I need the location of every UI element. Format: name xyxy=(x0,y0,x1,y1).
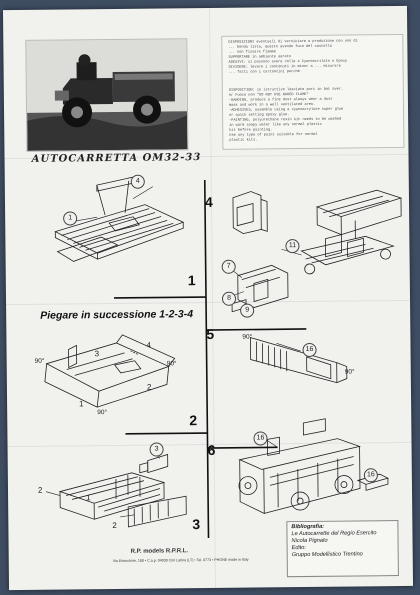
angle-label: 90° xyxy=(242,333,253,341)
leader-lines xyxy=(45,186,375,518)
bibliography-box: Bibliografia: Le Autocarrette del Regio … xyxy=(286,520,399,578)
part-callout-16: 16 xyxy=(363,468,378,483)
assembly-diagrams xyxy=(44,176,403,539)
maker-brand: R.P. models R.P.R.L. xyxy=(130,548,189,555)
full-assembly-drawing xyxy=(238,418,390,515)
step-5-number: 5 xyxy=(206,325,215,343)
part-callout-9: 9 xyxy=(240,303,255,318)
step-2-number: 2 xyxy=(189,412,198,429)
step-6-number: 6 xyxy=(207,441,216,459)
part-callout-7: 7 xyxy=(221,259,236,274)
angle-label: 90° xyxy=(344,368,355,376)
step-3-number: 3 xyxy=(192,516,201,533)
angle-label: 90° xyxy=(34,357,45,365)
cargo-bed-drawing xyxy=(315,189,403,236)
engine-block-drawing xyxy=(231,264,289,313)
part-callout-11: 11 xyxy=(285,239,300,254)
vehicle-photo-illustration xyxy=(26,39,188,151)
step-1-number: 1 xyxy=(187,272,196,289)
part-label-1: 1 xyxy=(86,493,91,503)
step-dividers xyxy=(113,180,307,539)
fold-label-4: 4 xyxy=(146,340,151,350)
fold-label-3: 3 xyxy=(94,349,100,359)
fold-label-2: 2 xyxy=(146,382,152,392)
angle-label: 90° xyxy=(166,360,177,368)
door-panel-drawing xyxy=(250,337,348,384)
part-callout-1: 1 xyxy=(63,211,78,226)
part-label-2: 2 xyxy=(37,485,43,495)
part-callout-4: 4 xyxy=(130,174,145,189)
tailgate-drawing xyxy=(127,495,187,528)
part-callout-8: 8 xyxy=(221,291,237,306)
chassis-drawing xyxy=(300,220,395,275)
vehicle-photo xyxy=(25,38,189,152)
angle-label: 90° xyxy=(97,409,108,417)
rear-body-drawing xyxy=(58,453,169,520)
part-callout-16: 16 xyxy=(302,342,317,358)
floor-pan-drawing xyxy=(54,176,185,262)
instruction-sheet: AUTOCARRETTA OM32-33 DISPOSIZIONI eventu… xyxy=(2,5,414,591)
part-callout-3: 3 xyxy=(149,442,164,457)
bibliography-publisher: Gruppo Modellistico Trentino xyxy=(291,551,363,559)
fold-label-1: 1 xyxy=(79,399,84,409)
fold-instructions-heading: Piegare in successione 1-2-3-4 xyxy=(40,308,194,322)
firewall-drawing xyxy=(232,191,268,235)
fold-body-drawing xyxy=(44,334,176,408)
part-callout-16: 16 xyxy=(253,431,268,446)
part-label-2: 2 xyxy=(112,520,117,531)
step-4-number: 4 xyxy=(204,193,213,211)
